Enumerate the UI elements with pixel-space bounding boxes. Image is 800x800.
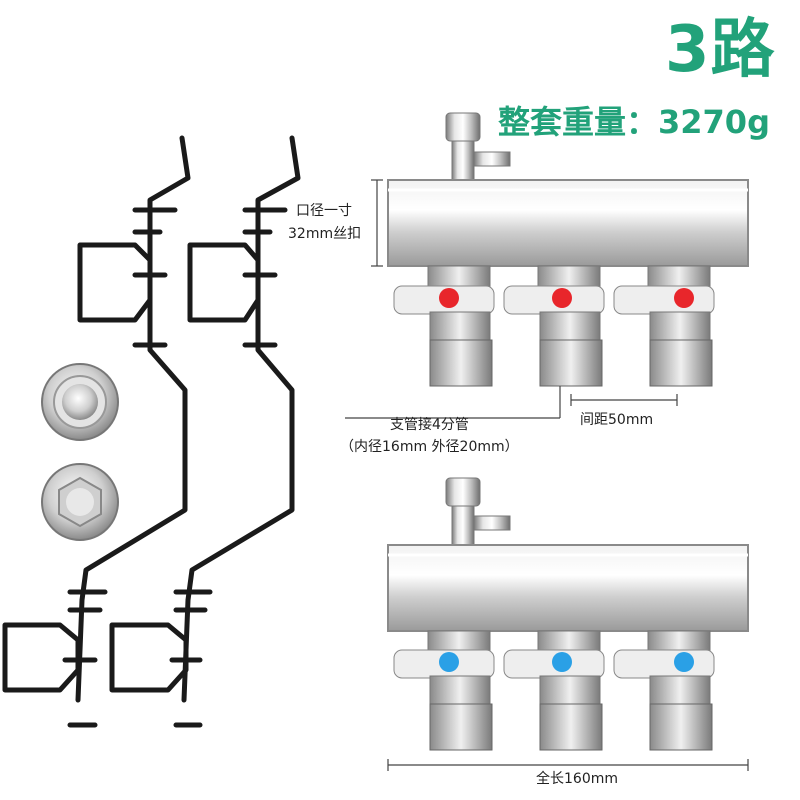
inlet-label-2: 32mm丝扣 [288, 226, 362, 242]
dimension-total [387, 759, 749, 771]
valve-cold-3 [613, 630, 715, 751]
valve-cold-1 [393, 630, 495, 751]
mounting-bracket-left [2, 135, 191, 728]
end-cap-hex [41, 463, 119, 541]
manifold-hot [387, 112, 749, 387]
spacing-label: 间距50mm [580, 412, 654, 428]
valve-cold-2 [503, 630, 605, 751]
end-cap-round [41, 363, 119, 441]
weight-title: 整套重量：3270g [498, 103, 770, 141]
total-length-label: 全长160mm [536, 771, 618, 787]
valve-hot-3 [613, 265, 715, 387]
ways-title: 3路 [665, 13, 776, 87]
inlet-label-1: 口径一寸 [296, 203, 352, 219]
valve-hot-2 [503, 265, 605, 387]
branch-label-1: 支管接4分管 [390, 417, 469, 433]
valve-hot-1 [393, 265, 495, 387]
dimension-spacing [570, 394, 678, 406]
manifold-cold [387, 477, 749, 751]
dimension-branch [345, 386, 561, 419]
dimension-inlet [371, 179, 383, 267]
mounting-bracket-right [109, 135, 301, 728]
branch-label-2: （内径16mm 外径20mm） [340, 439, 519, 455]
